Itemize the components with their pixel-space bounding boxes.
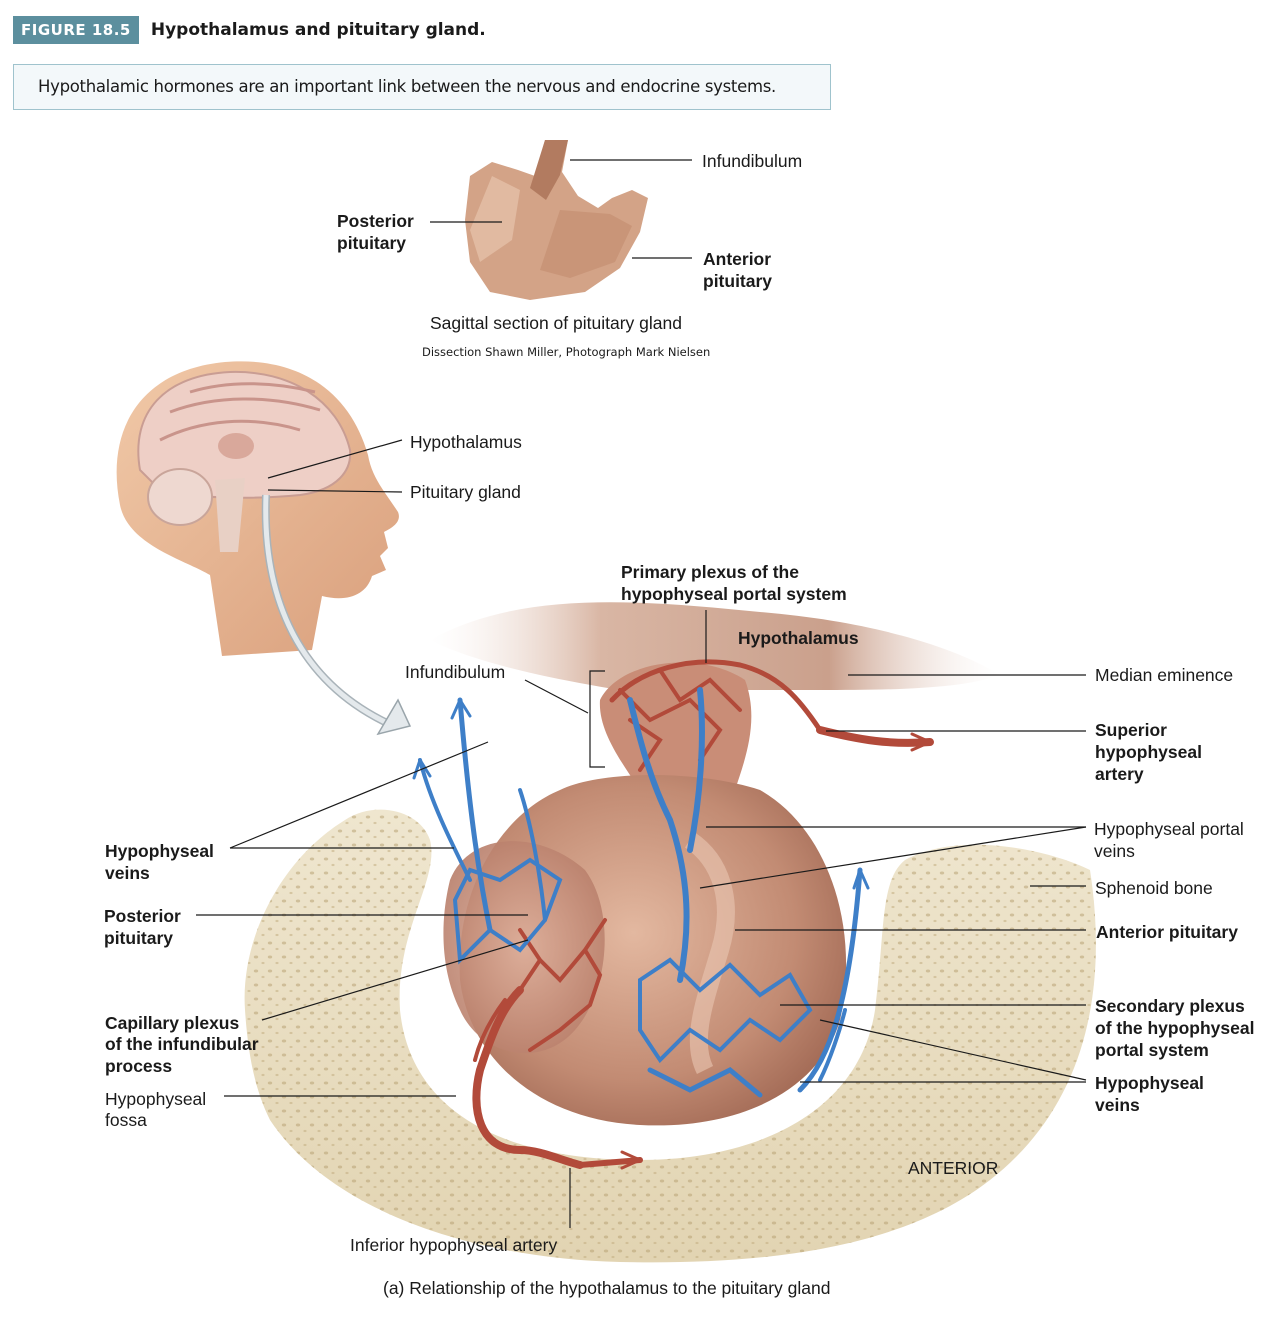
head-illustration [116, 361, 399, 656]
label-hypothalamus: Hypothalamus [738, 628, 859, 648]
label-secondary-plexus-line3: portal system [1095, 1040, 1209, 1060]
label-superior-artery-line3: artery [1095, 764, 1144, 784]
label-portal-veins-line2: veins [1094, 841, 1135, 861]
label-posterior-pituitary-line2: pituitary [104, 928, 174, 948]
label-superior-artery-line1: Superior [1095, 720, 1167, 740]
label-superior-artery-line2: hypophyseal [1095, 742, 1202, 762]
figure-caption: (a) Relationship of the hypothalamus to … [383, 1278, 831, 1298]
label-primary-plexus-line1: Primary plexus of the [621, 562, 799, 582]
photo-label-anterior-line2: pituitary [703, 271, 773, 291]
label-primary-plexus-line2: hypophyseal portal system [621, 584, 847, 604]
label-capillary-plexus-line1: Capillary plexus [105, 1013, 240, 1033]
label-fossa-line2: fossa [105, 1110, 147, 1130]
label-sphenoid-bone: Sphenoid bone [1095, 878, 1213, 898]
figure-subtitle: Hypothalamic hormones are an important l… [13, 64, 831, 110]
zoom-arrow [261, 494, 412, 736]
label-posterior-pituitary-line1: Posterior [104, 906, 181, 926]
photo-label-posterior-line2: pituitary [337, 233, 407, 253]
arteries [472, 659, 934, 1170]
head-label-hypothalamus: Hypothalamus [410, 432, 522, 452]
photo-caption: Sagittal section of pituitary gland [430, 313, 682, 333]
label-veins-left-line1: Hypophyseal [105, 841, 214, 861]
label-portal-veins-line1: Hypophyseal portal [1094, 819, 1244, 839]
photo-label-infundibulum: Infundibulum [702, 151, 803, 171]
head-label-pituitary: Pituitary gland [410, 482, 521, 502]
photo-credit: Dissection Shawn Miller, Photograph Mark… [422, 345, 711, 359]
label-fossa-line1: Hypophyseal [105, 1089, 207, 1109]
label-infundibulum: Infundibulum [405, 662, 506, 682]
label-veins-right-line2: veins [1095, 1095, 1140, 1115]
photo-label-posterior-line1: Posterior [337, 211, 414, 231]
photo-label-anterior-line1: Anterior [703, 249, 772, 269]
figure-tag: FIGURE 18.5 [13, 16, 139, 44]
label-anterior-direction: ANTERIOR [908, 1158, 999, 1178]
label-median-eminence: Median eminence [1095, 665, 1234, 685]
hypothalamus-tissue [430, 602, 1000, 690]
figure-header: FIGURE 18.5 Hypothalamus and pituitary g… [13, 16, 486, 44]
label-capillary-plexus-line2: of the infundibular [105, 1034, 259, 1054]
label-veins-right-line1: Hypophyseal [1095, 1073, 1204, 1093]
figure-title: Hypothalamus and pituitary gland. [150, 20, 486, 40]
label-veins-left-line2: veins [105, 863, 150, 883]
sphenoid-bone [244, 809, 1096, 1263]
leader-lines [196, 159, 1087, 1228]
label-secondary-plexus-line1: Secondary plexus [1095, 996, 1245, 1016]
pituitary-photo [465, 140, 648, 300]
label-capillary-plexus-line3: process [105, 1056, 173, 1076]
label-inferior-artery: Inferior hypophyseal artery [350, 1235, 558, 1255]
label-anterior-pituitary: Anterior pituitary [1096, 922, 1238, 942]
label-secondary-plexus-line2: of the hypophyseal [1095, 1018, 1255, 1038]
veins [412, 687, 870, 1098]
